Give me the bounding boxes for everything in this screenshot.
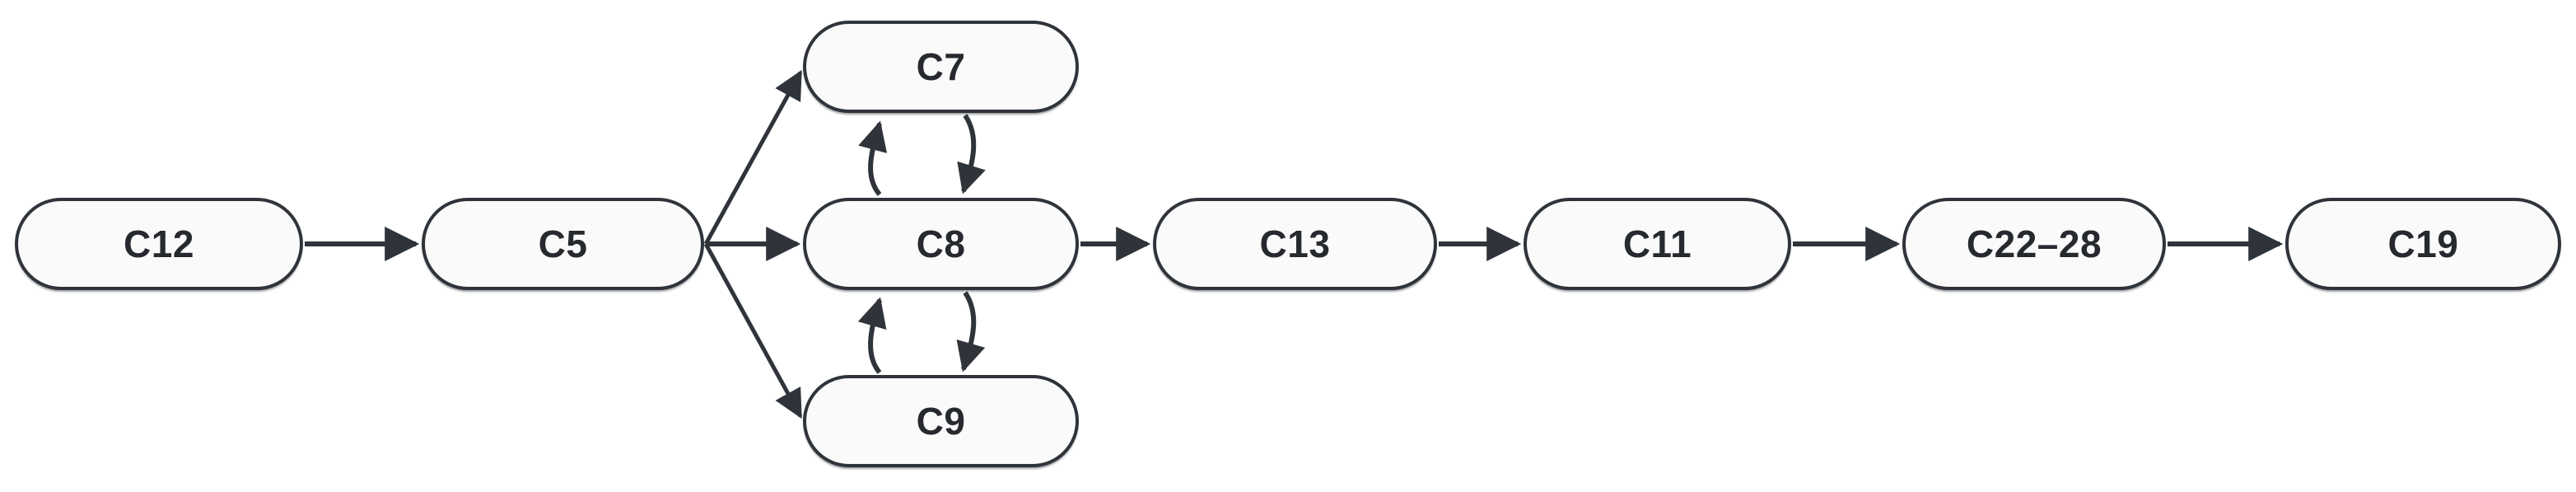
node-c19[interactable]: C19	[2285, 198, 2561, 290]
node-c11[interactable]: C11	[1524, 198, 1791, 290]
node-c5[interactable]: C5	[422, 198, 704, 290]
node-c19-label: C19	[2387, 223, 2459, 265]
edge-c8-to-c7	[858, 120, 888, 196]
edge-c5-to-c9	[703, 242, 803, 419]
node-c22-28[interactable]: C22–28	[1902, 198, 2166, 290]
node-c7-label: C7	[916, 45, 966, 88]
node-c13-label: C13	[1259, 223, 1331, 265]
node-c11-label: C11	[1622, 223, 1692, 265]
node-c9[interactable]: C9	[803, 375, 1079, 467]
node-c5-label: C5	[538, 223, 588, 265]
edge-c9-to-c8	[857, 297, 887, 374]
node-c12[interactable]: C12	[15, 198, 303, 290]
edge-c5-to-c7	[703, 69, 803, 246]
node-c22-28-label: C22–28	[1966, 223, 2102, 265]
node-c12-label: C12	[124, 223, 194, 265]
node-c8-label: C8	[916, 223, 966, 265]
node-c8[interactable]: C8	[803, 198, 1079, 290]
node-c9-label: C9	[916, 400, 966, 443]
node-c7[interactable]: C7	[803, 21, 1079, 113]
edge-c7-to-c8	[957, 114, 986, 194]
node-c13[interactable]: C13	[1153, 198, 1437, 290]
edge-c8-to-c9	[956, 291, 986, 373]
